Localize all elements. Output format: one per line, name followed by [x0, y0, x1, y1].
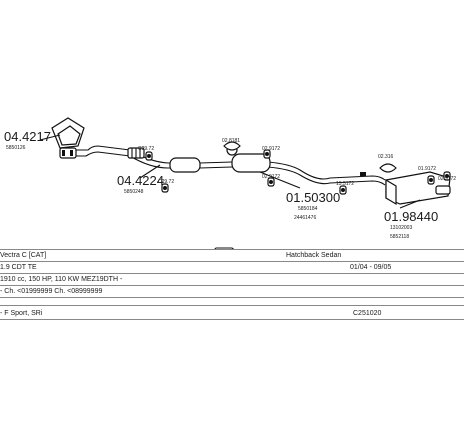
- hanger-c8: [427, 175, 435, 185]
- hanger-c1: [145, 151, 153, 161]
- hanger-label-c3: 02.8181: [222, 138, 240, 144]
- hanger-c4: [263, 149, 271, 159]
- part-number-center-silencer: 01.50300: [286, 190, 340, 205]
- info-row-model: Vectra C [CAT] Hatchback Sedan: [0, 250, 464, 262]
- exhaust-diagram: 04.4217 5850126 04.4224 5850248 01.50300…: [4, 117, 456, 250]
- exhaust-pipe: [70, 145, 386, 181]
- hanger-c9: [443, 171, 451, 181]
- hanger-c5: [267, 177, 275, 187]
- hanger-label-c8: 01.9172: [418, 166, 436, 172]
- car-body-icon: [213, 247, 236, 250]
- flex-pipe: [127, 147, 145, 159]
- hanger-label-c9: 02.9172: [438, 176, 456, 182]
- oem-number-center-silencer-2: 24461476: [294, 215, 316, 221]
- exhaust-pipe-lower: [70, 151, 386, 186]
- clamp-small: [360, 172, 366, 176]
- leader-line: [139, 164, 161, 179]
- part-number-rear-silencer: 01.98440: [384, 209, 438, 224]
- model-name: Vectra C [CAT]: [0, 252, 47, 259]
- trim-level: - F Sport, SRi: [0, 310, 43, 317]
- info-row-chassis: - Ch. <01999999 Ch. <08999999: [0, 286, 464, 298]
- leader-line: [399, 199, 421, 209]
- oem-number-rear-silencer-2: 5852118: [390, 234, 409, 240]
- chassis-range: - Ch. <01999999 Ch. <08999999: [0, 288, 103, 295]
- hanger-label-c5: 02.9172: [262, 174, 280, 180]
- hanger-label-c2: C29.72: [158, 179, 174, 185]
- info-row-engine: 1.9 CDT TE 01/04 - 09/05: [0, 262, 464, 274]
- info-row-trim: - F Sport, SRi C251020: [0, 308, 464, 320]
- oem-number-rear-silencer: 13102003: [390, 225, 412, 231]
- hanger-label-c7: 02.316: [378, 154, 394, 160]
- oem-number-catalyst: 5850126: [6, 145, 26, 151]
- hanger-c7: [379, 163, 397, 173]
- hanger-label-c6: 13.5172: [336, 181, 354, 187]
- hanger-label-c4: 02.9172: [262, 146, 280, 152]
- body-type: Hatchback Sedan: [286, 252, 342, 259]
- info-row-specs: 1910 cc, 150 HP, 110 KW MEZ19DTH -: [0, 274, 464, 286]
- leader-line: [39, 134, 61, 141]
- leader-line: [259, 171, 301, 189]
- hanger-c3: [223, 141, 241, 151]
- oem-number-front-pipe: 5850248: [124, 189, 144, 195]
- part-number-catalyst: 04.4217: [4, 129, 51, 144]
- catalytic-converter: [51, 117, 85, 159]
- engine-type: 1.9 CDT TE: [0, 264, 37, 271]
- hanger-c2: [161, 183, 169, 193]
- vehicle-info-table: Vectra C [CAT] Hatchback Sedan 1.9 CDT T…: [0, 249, 464, 329]
- part-number-front-pipe: 04.4224: [117, 173, 164, 188]
- center-resonator: [169, 157, 201, 173]
- hanger-c6: [339, 185, 347, 195]
- catalog-code: C251020: [353, 310, 382, 317]
- production-years: 01/04 - 09/05: [350, 264, 392, 271]
- hanger-label-c1: C29.72: [138, 146, 154, 152]
- engine-specs: 1910 cc, 150 HP, 110 KW MEZ19DTH -: [0, 276, 123, 283]
- oem-number-center-silencer: 5850184: [298, 206, 318, 212]
